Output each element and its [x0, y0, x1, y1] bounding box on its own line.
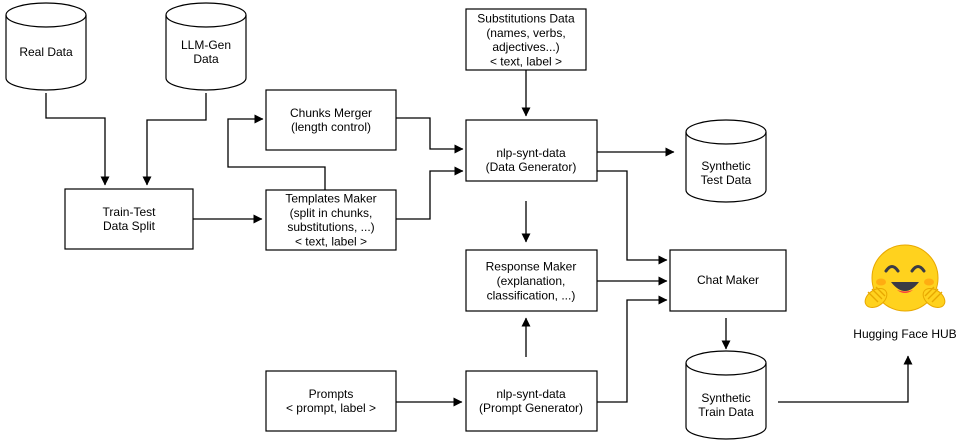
templates-maker-label-line: < text, label > — [295, 235, 367, 249]
edge-llm-data-to-split — [142, 93, 207, 186]
svg-text:Hugging Face HUB: Hugging Face HUB — [853, 327, 956, 341]
svg-text:Real Data: Real Data — [19, 45, 73, 59]
svg-text:Chat Maker: Chat Maker — [697, 273, 759, 287]
templates-maker-label-line: substitutions, ...) — [287, 220, 374, 234]
svg-text:nlp-synt-data(Prompt Generator: nlp-synt-data(Prompt Generator) — [479, 387, 583, 415]
synthetic-train-data-label-line: Synthetic — [701, 391, 750, 405]
svg-text:Prompts< prompt, label >: Prompts< prompt, label > — [286, 387, 376, 415]
response-maker-label-line: Response Maker — [486, 260, 577, 274]
synthetic-train-data-label-line: Train Data — [698, 405, 754, 419]
prompts-label-line: < prompt, label > — [286, 401, 376, 415]
prompts-label-line: Prompts — [309, 387, 354, 401]
templates-maker-label-line: Templates Maker — [285, 191, 376, 205]
prompt-generator-box: nlp-synt-data(Prompt Generator) — [465, 370, 598, 432]
edges — [45, 70, 913, 407]
hugging-face-emoji-icon — [864, 244, 946, 312]
real-data-label-line: Real Data — [19, 45, 73, 59]
substitutions-data-box: Substitutions Data(names, verbs,adjectiv… — [465, 8, 587, 71]
templates-maker-box: Templates Maker(split in chunks,substitu… — [265, 189, 397, 251]
response-maker-box: Response Maker(explanation,classificatio… — [465, 249, 598, 312]
chat-maker-box: Chat Maker — [669, 249, 787, 312]
chunks-merger-label-line: Chunks Merger — [290, 106, 372, 120]
synthetic-test-data-label-line: Test Data — [701, 173, 752, 187]
chunks-merger-box: Chunks Merger(length control) — [265, 89, 397, 151]
hugging-face-hub-label: Hugging Face HUB — [853, 327, 956, 341]
synthetic-test-data-label-line: Synthetic — [701, 159, 750, 173]
svg-text:Templates Maker(split in chunk: Templates Maker(split in chunks,substitu… — [285, 191, 376, 248]
substitutions-data-label-line: adjectives...) — [492, 40, 559, 54]
response-maker-label-line: (explanation, — [497, 274, 566, 288]
chat-maker-label-line: Chat Maker — [697, 273, 759, 287]
real-data-cylinder: Real Data — [5, 2, 87, 91]
prompt-generator-label-line: (Prompt Generator) — [479, 401, 583, 415]
prompt-generator-label-line: nlp-synt-data — [496, 387, 566, 401]
svg-text:nlp-synt-data(Data Generator): nlp-synt-data(Data Generator) — [486, 146, 577, 174]
substitutions-data-label-line: Substitutions Data — [477, 11, 575, 25]
data-generator-label-line: nlp-synt-data — [496, 146, 566, 160]
substitutions-data-label-line: < text, label > — [490, 55, 562, 69]
train-test-split-label-line: Data Split — [103, 219, 156, 233]
response-maker-label-line: classification, ...) — [487, 288, 576, 302]
svg-text:Chunks Merger(length control): Chunks Merger(length control) — [290, 106, 372, 134]
edge-train-data-to-hub — [778, 355, 913, 403]
chunks-merger-label-line: (length control) — [291, 120, 371, 134]
edge-templates-to-chunks — [227, 114, 326, 190]
svg-text:Substitutions Data(names, verb: Substitutions Data(names, verbs,adjectiv… — [477, 11, 575, 68]
hugging-face-hub-label-line: Hugging Face HUB — [853, 327, 956, 341]
data-generator-label-line: (Data Generator) — [486, 160, 577, 174]
llm-gen-data-label-line: Data — [193, 52, 219, 66]
train-test-split-label-line: Train-Test — [103, 205, 157, 219]
llm-gen-data-label-line: LLM-Gen — [181, 38, 231, 52]
prompts-box: Prompts< prompt, label > — [265, 370, 397, 432]
data-generator-box: nlp-synt-data(Data Generator) — [465, 119, 598, 182]
substitutions-data-label-line: (names, verbs, — [486, 26, 565, 40]
edge-prompt-gen-to-chat — [597, 295, 668, 403]
edge-generator-to-chat — [597, 170, 668, 265]
edge-chunks-to-generator — [396, 117, 464, 154]
edge-real-data-to-split — [45, 93, 110, 186]
edge-templates-to-generator — [396, 166, 464, 220]
templates-maker-label-line: (split in chunks, — [290, 206, 373, 220]
svg-text:Response Maker(explanation,cla: Response Maker(explanation,classificatio… — [486, 260, 577, 303]
